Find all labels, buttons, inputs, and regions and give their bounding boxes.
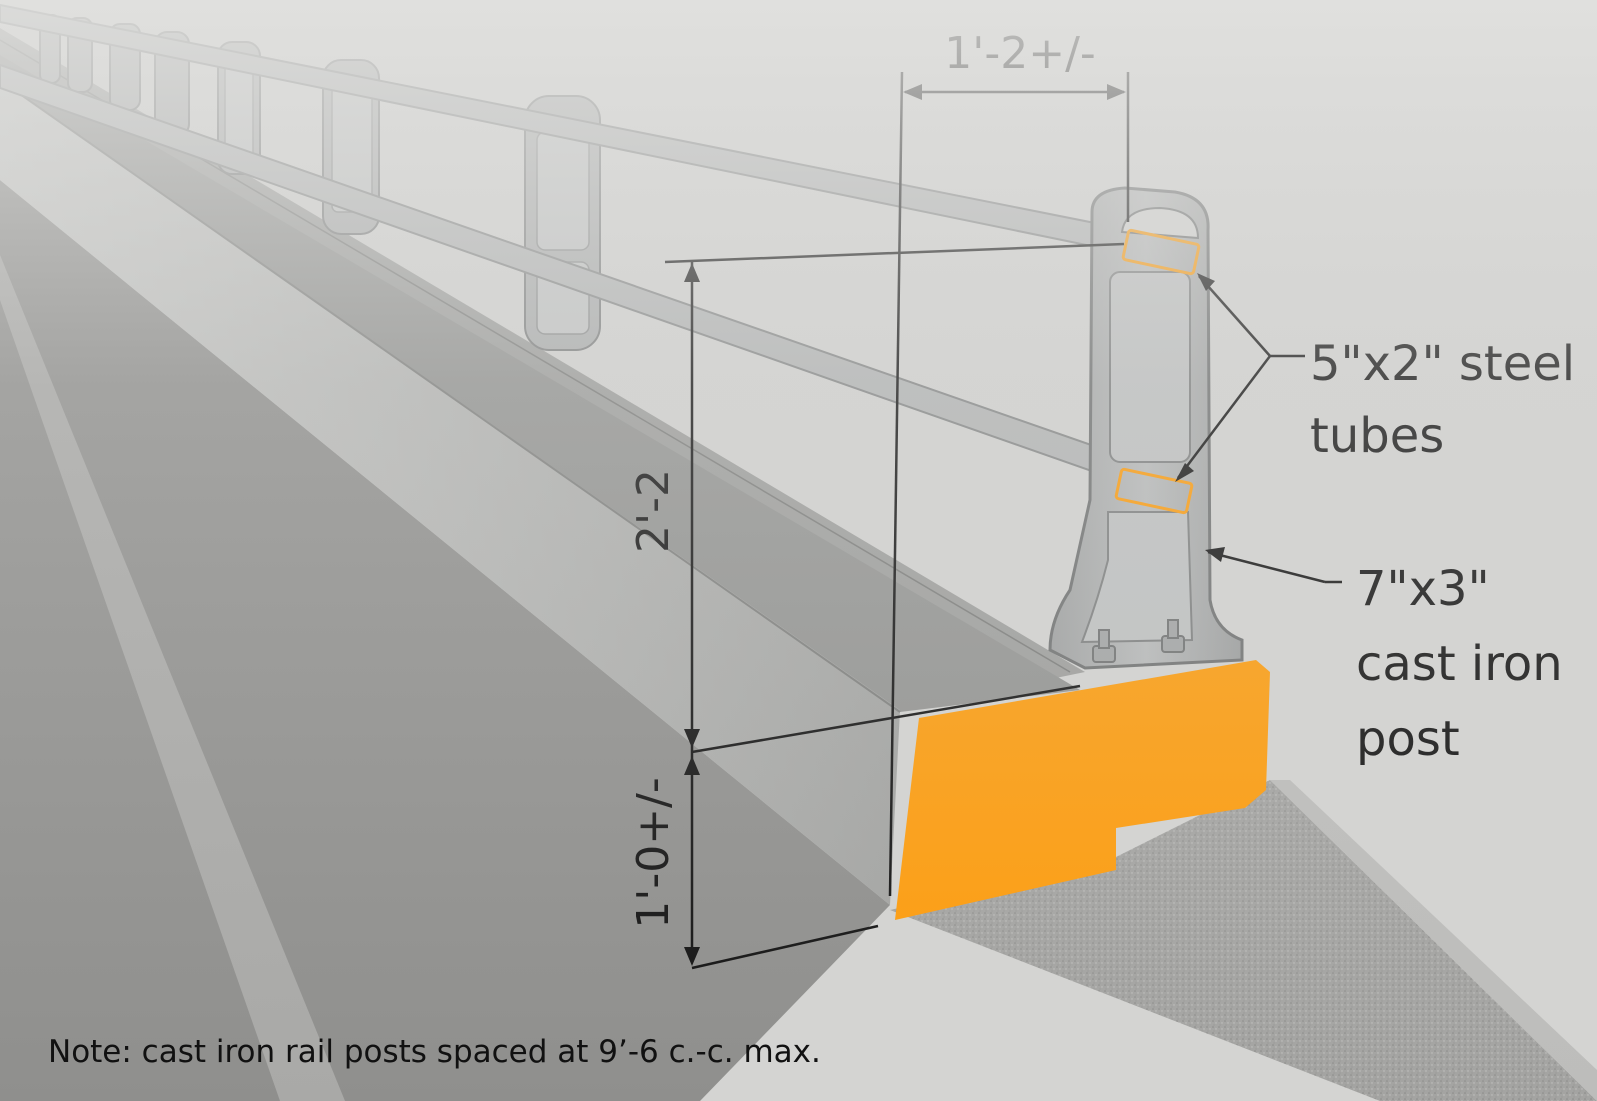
callout-post-line2: cast iron [1356,636,1563,692]
spacing-note: Note: cast iron rail posts spaced at 9’-… [48,1034,821,1070]
post-upper-panel [1109,271,1191,463]
callout-post-line3: post [1356,711,1460,767]
callout-post-line1: 7"x3" [1356,561,1490,617]
callout-tubes-line1: 5"x2" steel [1310,336,1575,392]
dim-post-offset-label: 1'-2+/- [944,28,1096,79]
dim-curb-height-label: 1'-0+/- [628,777,679,929]
dim-rail-height-label: 2'-2 [628,469,679,553]
callout-tubes-line2: tubes [1310,408,1444,464]
